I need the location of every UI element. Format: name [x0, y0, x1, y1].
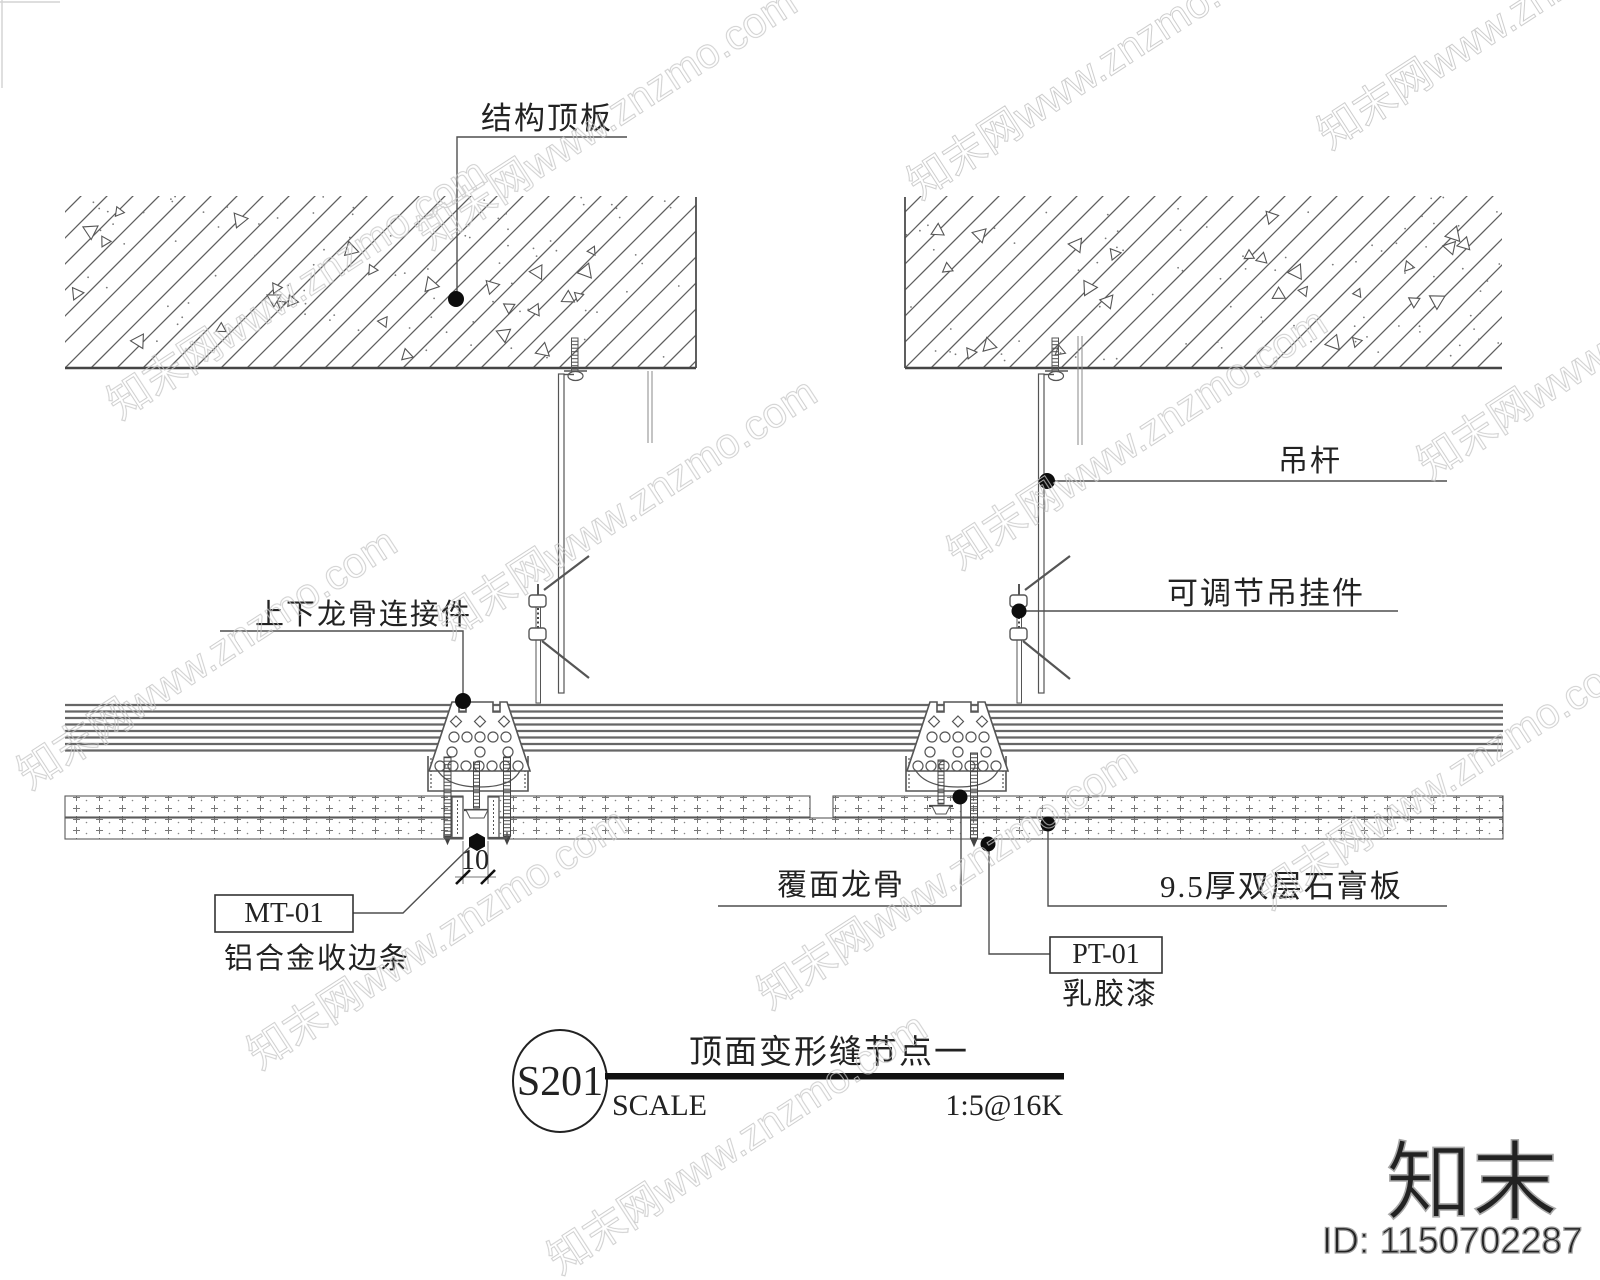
- hanger-rod-right-assembly: [1037, 336, 1083, 694]
- anchor-nut-left: [567, 370, 584, 382]
- scale-label: SCALE: [612, 1089, 707, 1122]
- dot-mt-trim: [469, 833, 485, 851]
- dot-gypsum-board: [1040, 816, 1056, 832]
- label-keel-connector: 上下龙骨连接件: [255, 598, 472, 631]
- dot-hanger-rod: [1039, 473, 1055, 489]
- pt-code-box: [1049, 936, 1163, 974]
- aluminum-edge-trims: [443, 796, 508, 840]
- watermark-text: 知末网www.znzmo.com: [409, 0, 805, 258]
- concrete-hatch-right: [905, 196, 1502, 368]
- structural-slab-left: [65, 196, 697, 370]
- watermark-id: ID: 1150702287: [1322, 1220, 1583, 1261]
- drawing-number: S201: [517, 1059, 603, 1105]
- adjustable-hanger-left: [528, 555, 590, 704]
- concrete-hatch-left: [65, 196, 696, 368]
- main-keel-band: [65, 703, 1503, 752]
- page-edge-marks: [0, 0, 60, 88]
- dot-structural-slab: [448, 291, 464, 307]
- label-structural-slab: 结构顶板: [481, 101, 613, 136]
- watermark-text: 知末网www.znzmo.com: [899, 0, 1295, 208]
- title-block: S201 顶面变形缝节点一 SCALE 1:5@16K: [512, 1029, 1064, 1133]
- gypsum-board-top-layer: [64, 795, 1504, 818]
- dot-paint: [980, 836, 996, 852]
- watermark-logo-block: 知末 ID: 1150702287: [1321, 1134, 1583, 1261]
- watermark-text: 知末网www.znzmo.com: [939, 298, 1335, 578]
- leader-lines: [220, 136, 1447, 955]
- dot-adjustable-hanger: [1011, 603, 1027, 619]
- title-underline: [605, 1073, 1064, 1080]
- detail-bubble: [512, 1029, 608, 1133]
- label-adjustable-hanger: 可调节吊挂件: [1167, 576, 1365, 611]
- structural-slab-right: [904, 196, 1502, 370]
- pt-code: PT-01: [1072, 939, 1139, 970]
- mt-code: MT-01: [244, 897, 324, 929]
- watermark-text: 知末网www.znzmo.com: [1249, 638, 1600, 918]
- gap-dimension-value: 10: [461, 845, 489, 876]
- watermark-text: 知末网www.znzmo.com: [9, 518, 405, 798]
- scale-value: 1:5@16K: [945, 1089, 1063, 1122]
- mt-callout: MT-01 铝合金收边条: [214, 894, 410, 975]
- watermark-logo: 知末: [1386, 1135, 1558, 1231]
- gypsum-board-bottom-layer: [64, 817, 1504, 840]
- hanger-rod-left: [557, 373, 565, 694]
- mt-code-box: [214, 894, 354, 933]
- pt-desc: 乳胶漆: [1062, 978, 1158, 1011]
- label-hanger-rod: 吊杆: [1278, 445, 1342, 478]
- dot-covering-keel: [952, 789, 968, 805]
- watermark-text: 知末网www.znzmo.com: [429, 368, 825, 648]
- keel-connector-right: [905, 701, 1009, 792]
- leader-dots: [448, 291, 1056, 852]
- hanger-rod-left-assembly: [557, 337, 653, 694]
- drawing-title: 顶面变形缝节点一: [689, 1034, 969, 1071]
- anchor-nut-right: [1047, 370, 1065, 382]
- gap-dimension: 10: [455, 841, 496, 885]
- watermark-text: 知末网www.znzmo.com: [1409, 208, 1600, 488]
- pt-callout: PT-01 乳胶漆: [1049, 936, 1163, 1011]
- hanger-rod-right: [1037, 373, 1045, 694]
- mt-desc: 铝合金收边条: [224, 942, 410, 975]
- watermark-text: 知末网www.znzmo.com: [1309, 0, 1600, 158]
- label-covering-keel: 覆面龙骨: [777, 869, 905, 902]
- label-gypsum-board: 9.5厚双层石膏板: [1160, 869, 1403, 904]
- dot-keel-connector: [455, 693, 471, 709]
- screws-right: [929, 752, 979, 848]
